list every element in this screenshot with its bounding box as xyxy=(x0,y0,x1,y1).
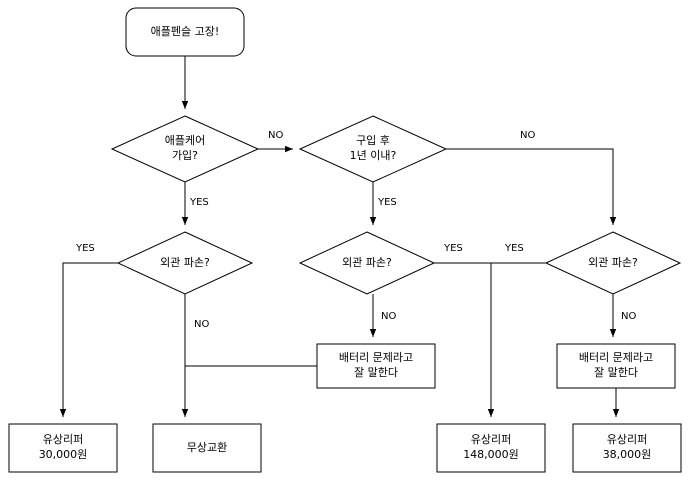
edge-damage2-yes-to-paid148k xyxy=(434,262,495,417)
edge-label-damage3-yes: YES xyxy=(505,243,524,254)
node-freeswap[interactable] xyxy=(152,423,262,473)
edge-within1y-no-to-damage3 xyxy=(446,148,617,225)
node-within1y[interactable] xyxy=(298,115,448,183)
edge-damage1-yes-to-paid30k xyxy=(59,262,118,417)
node-damage1[interactable] xyxy=(116,231,254,295)
edge-label-damage2-yes: YES xyxy=(444,243,463,254)
node-paid148k[interactable] xyxy=(436,423,546,473)
node-applecare[interactable] xyxy=(110,115,260,183)
node-battery1[interactable] xyxy=(316,343,436,389)
edge-label-applecare-yes: YES xyxy=(190,197,209,208)
node-start[interactable] xyxy=(125,7,245,57)
edge-label-damage3-no: NO xyxy=(621,311,637,322)
edge-label-within1y-yes: YES xyxy=(378,197,397,208)
edge-label-applecare-no: NO xyxy=(268,130,284,141)
node-paid38k[interactable] xyxy=(572,423,682,473)
edge-label-damage1-yes: YES xyxy=(76,243,95,254)
node-paid30k[interactable] xyxy=(8,423,118,473)
node-battery2[interactable] xyxy=(556,343,676,389)
edge-label-damage2-no: NO xyxy=(381,311,397,322)
node-damage3[interactable] xyxy=(544,231,682,295)
edge-label-within1y-no: NO xyxy=(520,130,536,141)
edge-label-damage1-no: NO xyxy=(194,319,210,330)
node-damage2[interactable] xyxy=(298,231,436,295)
